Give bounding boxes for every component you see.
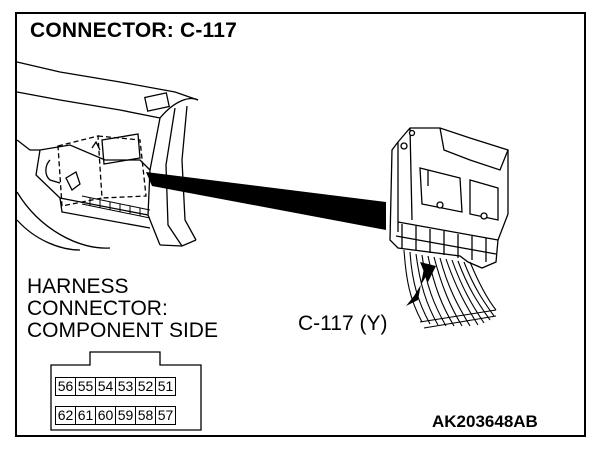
connector-callout-label: C-117 (Y): [298, 312, 388, 335]
pin-cell: 59: [115, 406, 136, 425]
pin-cell: 62: [55, 406, 76, 425]
connector-pin-grid: 56 55 54 53 52 51 62 61 60 59 58 57: [55, 374, 195, 428]
harness-connector-housing: [50, 351, 202, 431]
pin-cell: 61: [75, 406, 96, 425]
pin-cell: 57: [155, 406, 176, 425]
harness-label-line3: COMPONENT SIDE: [27, 319, 218, 342]
pointer-arrow: [406, 262, 436, 306]
harness-label-line1: HARNESS: [27, 275, 129, 298]
pin-cell: 58: [135, 406, 156, 425]
ecu-unit: [389, 127, 509, 269]
wire-bundle: [403, 249, 497, 329]
dashboard-illustration: [16, 61, 199, 251]
connector-title: CONNECTOR: C-117: [30, 19, 238, 42]
harness-label-line2: CONNECTOR:: [27, 297, 168, 320]
pin-cell: 54: [95, 377, 116, 396]
harness-connector-label: HARNESS CONNECTOR: COMPONENT SIDE: [27, 276, 218, 342]
pin-cell: 60: [95, 406, 116, 425]
pin-cell: 53: [115, 377, 136, 396]
pin-cell: 51: [155, 377, 176, 396]
figure-id: AK203648AB: [432, 412, 538, 431]
zoom-wedge: [146, 172, 386, 230]
pin-cell: 52: [135, 377, 156, 396]
ecu-location-dashed-box: [57, 135, 147, 207]
pin-cell: 55: [75, 377, 96, 396]
vent-slots: [81, 195, 151, 219]
pin-cell: 56: [55, 377, 76, 396]
